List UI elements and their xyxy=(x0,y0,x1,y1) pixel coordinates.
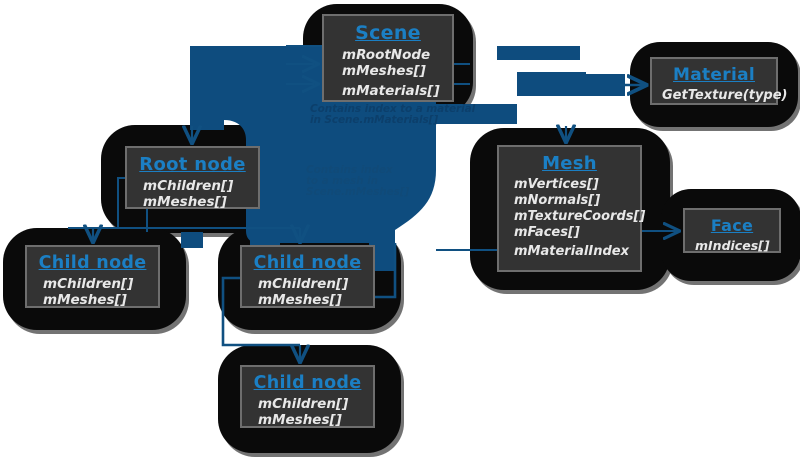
field-mindices: mIndices[] xyxy=(695,238,770,253)
field-mtexturecoords: mTextureCoords[] xyxy=(514,208,646,224)
node-material-fields: GetTexture(type) xyxy=(662,88,788,104)
annotation-material-index: Contains index to a material in Scene.mM… xyxy=(310,103,476,127)
annotation-mesh-index: Contains index to a mesh in Scene.mMeshe… xyxy=(306,164,410,199)
field-gettexture: GetTexture(type) xyxy=(662,88,788,103)
node-face-fields: mIndices[] xyxy=(695,238,770,253)
node-child-node-2-title: Child node xyxy=(253,253,362,273)
node-child-node-3-fields: mChildren[] mMeshes[] xyxy=(252,396,363,429)
node-child-node-3-title: Child node xyxy=(253,373,362,393)
blue-tab-c xyxy=(181,232,203,248)
node-material[interactable]: Material GetTexture(type) xyxy=(650,57,788,105)
field-mmaterialindex: mMaterialIndex xyxy=(514,244,629,260)
node-child-node-1[interactable]: Child node mChildren[] mMeshes[] xyxy=(25,245,160,308)
node-child-node-2[interactable]: Child node mChildren[] mMeshes[] xyxy=(240,245,375,308)
node-child-node-2-fields: mChildren[] mMeshes[] xyxy=(252,276,363,309)
field-mrootnode: mRootNode xyxy=(342,47,431,63)
node-face[interactable]: Face mIndices[] xyxy=(683,208,781,253)
field-mfaces: mFaces[] xyxy=(514,224,580,240)
node-root-node-fields: mChildren[] mMeshes[] xyxy=(137,178,248,211)
field-mnormals: mNormals[] xyxy=(514,192,601,208)
blue-stub-left xyxy=(190,46,224,130)
field-mvertices: mVertices[] xyxy=(514,177,599,192)
field-child3-mmeshes: mMeshes[] xyxy=(258,412,342,429)
node-child-node-1-title: Child node xyxy=(38,253,147,273)
node-scene[interactable]: Scene mRootNode mMeshes[] mMaterials[] xyxy=(322,14,454,102)
node-material-title: Material xyxy=(673,65,755,85)
field-child2-mmeshes: mMeshes[] xyxy=(258,292,342,309)
node-root-node[interactable]: Root node mChildren[] mMeshes[] xyxy=(125,146,260,211)
blue-bar-material xyxy=(517,74,625,96)
field-mmaterials: mMaterials[] xyxy=(342,82,440,99)
field-mmeshes: mMeshes[] xyxy=(342,63,426,80)
node-scene-fields: mRootNode mMeshes[] mMaterials[] xyxy=(334,47,442,99)
field-child2-mchildren: mChildren[] xyxy=(258,276,349,292)
node-mesh-title: Mesh xyxy=(542,153,597,174)
node-mesh[interactable]: Mesh mVertices[] mNormals[] mTextureCoor… xyxy=(497,145,646,272)
field-child1-mmeshes: mMeshes[] xyxy=(43,292,127,309)
field-child1-mchildren: mChildren[] xyxy=(43,276,134,292)
node-child-node-3[interactable]: Child node mChildren[] mMeshes[] xyxy=(240,365,375,428)
node-face-title: Face xyxy=(710,216,754,235)
node-child-node-1-fields: mChildren[] mMeshes[] xyxy=(37,276,148,309)
node-scene-title: Scene xyxy=(355,22,421,44)
field-root-mchildren: mChildren[] xyxy=(143,178,234,194)
node-mesh-fields: mVertices[] mNormals[] mTextureCoords[] … xyxy=(509,177,646,260)
field-child3-mchildren: mChildren[] xyxy=(258,396,349,412)
field-root-mmeshes: mMeshes[] xyxy=(143,194,227,211)
node-root-node-title: Root node xyxy=(139,154,246,175)
